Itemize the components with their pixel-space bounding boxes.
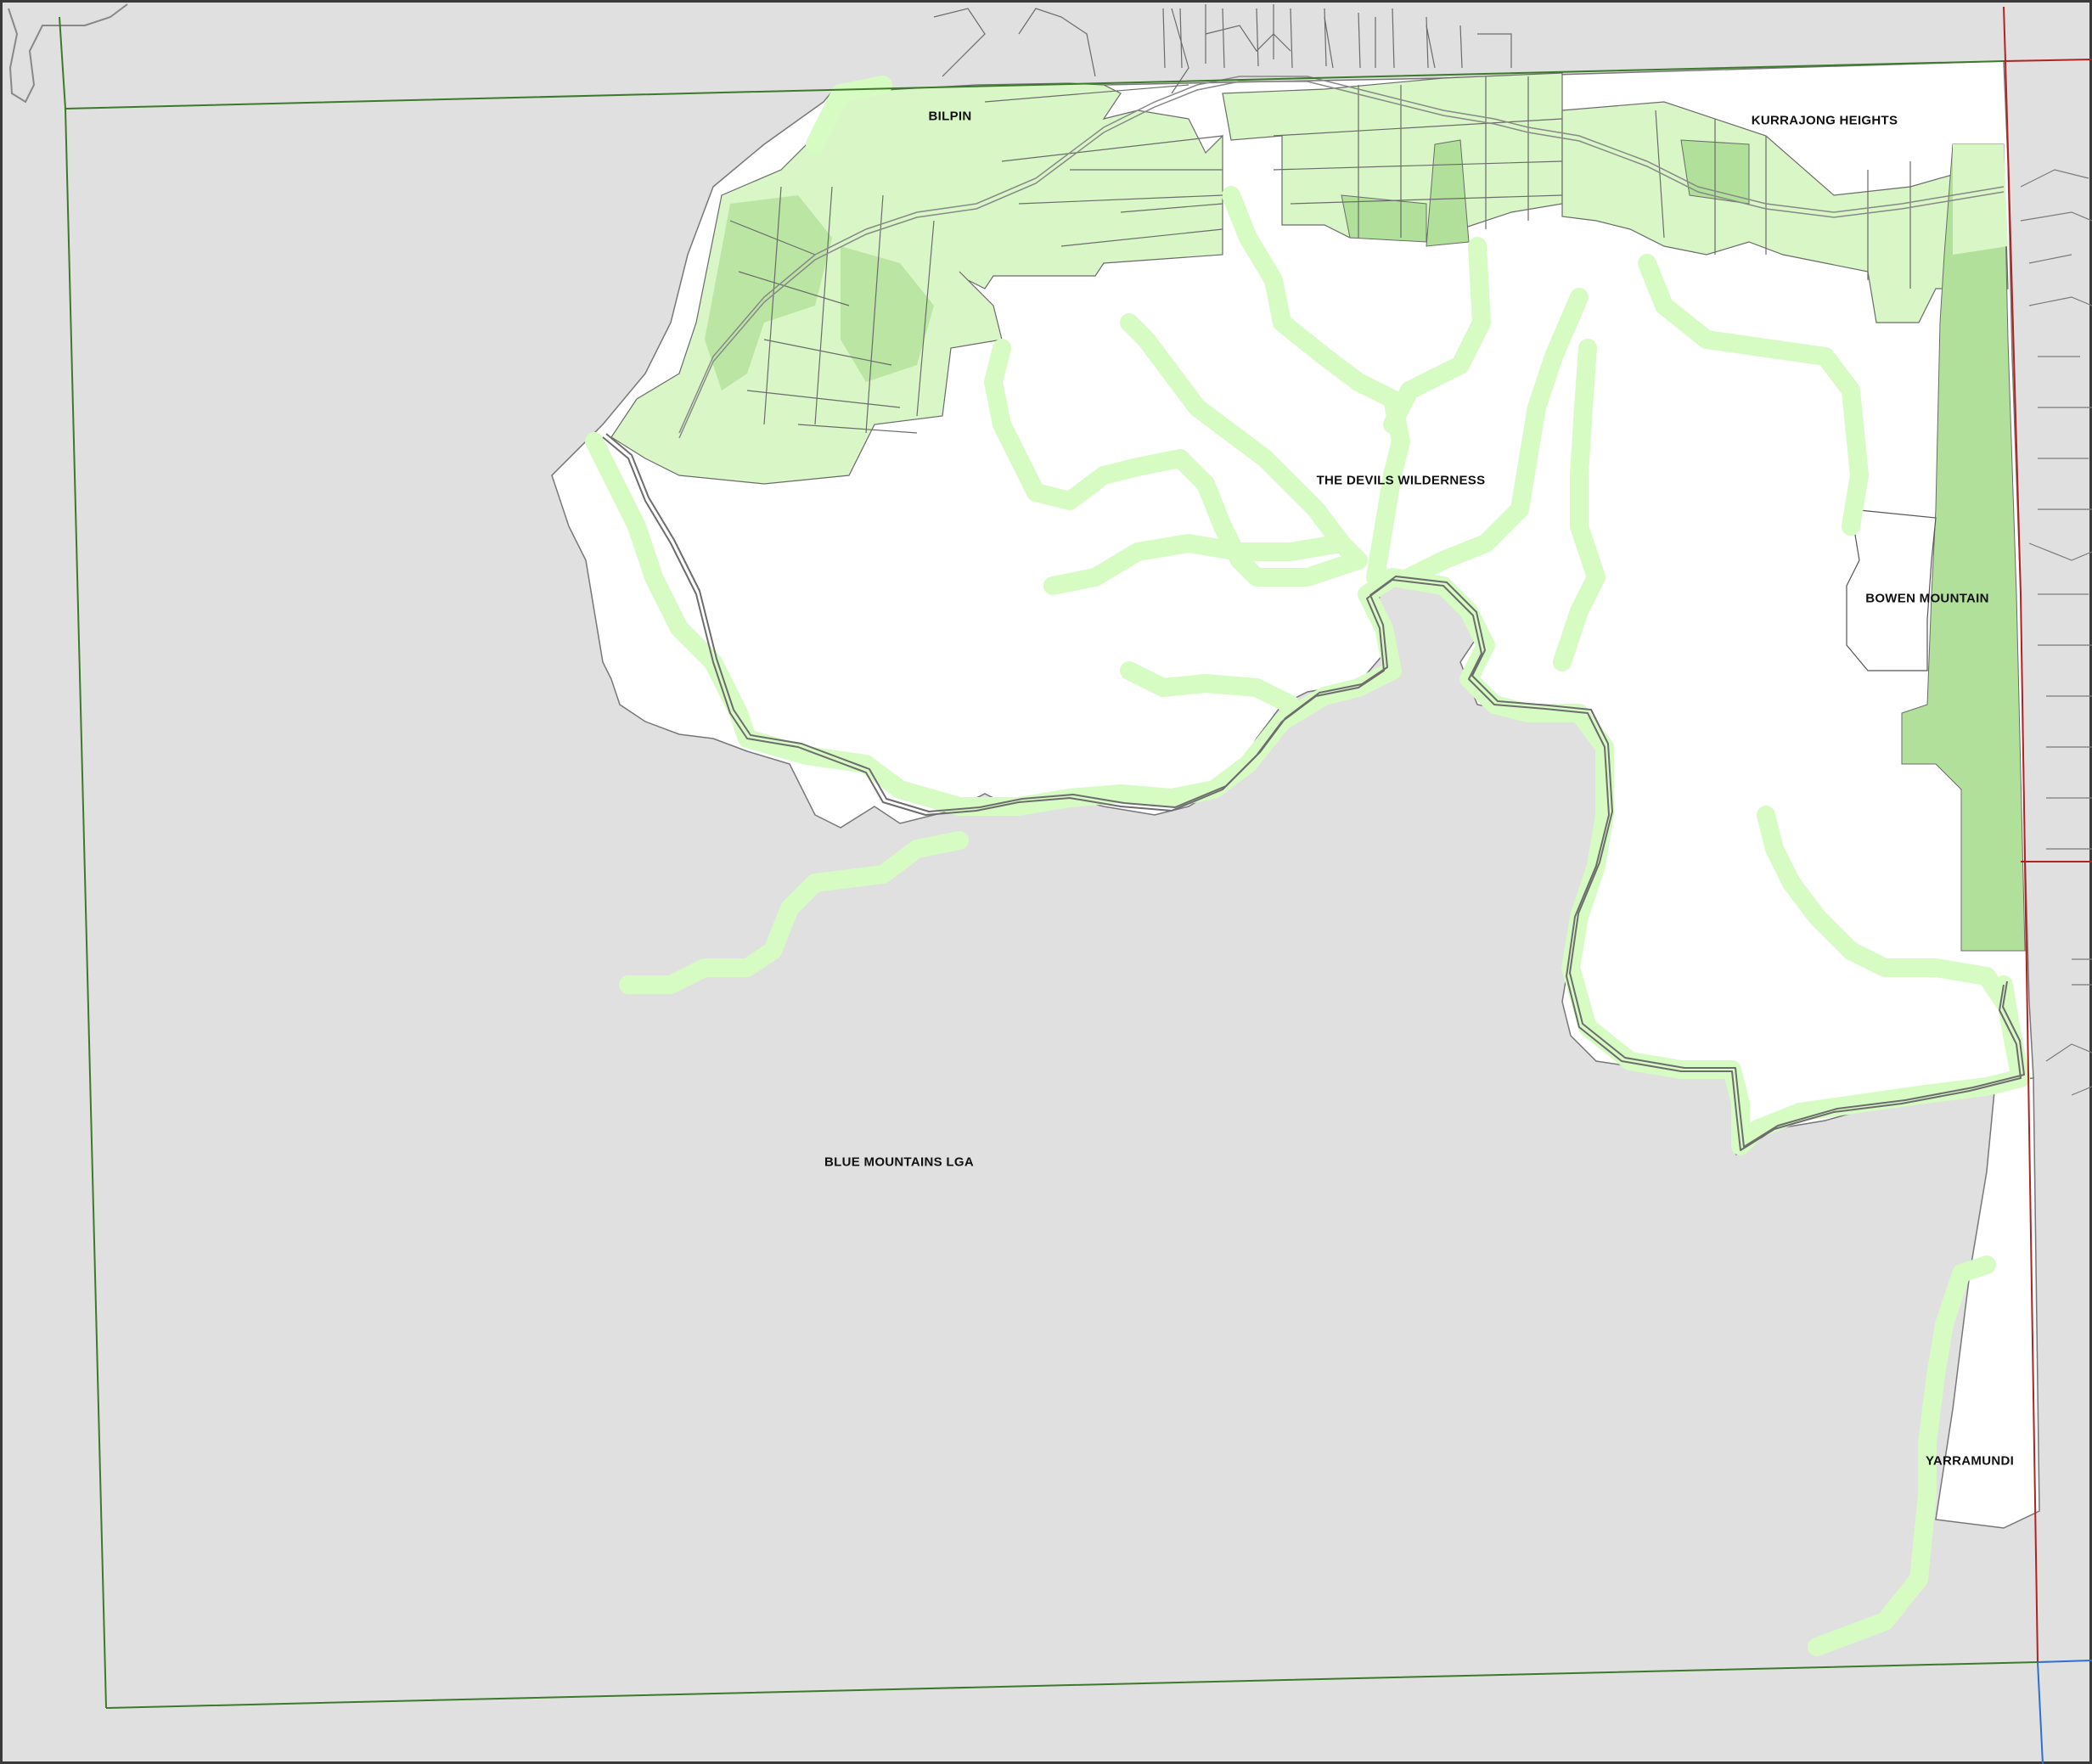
river [602,433,2025,1151]
vegetation-dark-patch-1 [1426,139,1470,247]
label-yarramundi: YARRAMUNDI [1925,1453,2015,1469]
vegetation-bilpin [610,82,1223,485]
lga-boundary-green [65,60,2039,1709]
cadastral-lines [729,4,1911,434]
bowen-parcels [1846,508,1937,671]
vegetation-dark-patch-5 [841,246,934,382]
vegetation-kurrajong [1561,101,2009,323]
lga-boundary-blue [2037,1660,2092,1764]
yarramundi-corridor [1935,1077,2040,1529]
roads [678,76,2005,439]
lga-boundary-red [2003,6,2092,1663]
vegetation-bowen-strip [1901,143,2026,952]
label-kurrajong-heights: KURRAJONG HEIGHTS [1751,113,1898,128]
vegetation-dark-patch-2 [1341,194,1427,243]
cadastre-east [2020,169,2092,1096]
lga-boundary-green-left [59,16,66,110]
cadastre-top [933,8,1512,94]
label-bowen-mountain: BOWEN MOUNTAIN [1865,591,1989,606]
coastline-top-left [8,3,128,104]
label-bilpin: BILPIN [928,109,972,124]
vegetation-bowen-light [1953,144,2008,255]
label-devils-wilderness: THE DEVILS WILDERNESS [1316,473,1486,488]
label-blue-mountains-lga: BLUE MOUNTAINS LGA [824,1154,974,1170]
